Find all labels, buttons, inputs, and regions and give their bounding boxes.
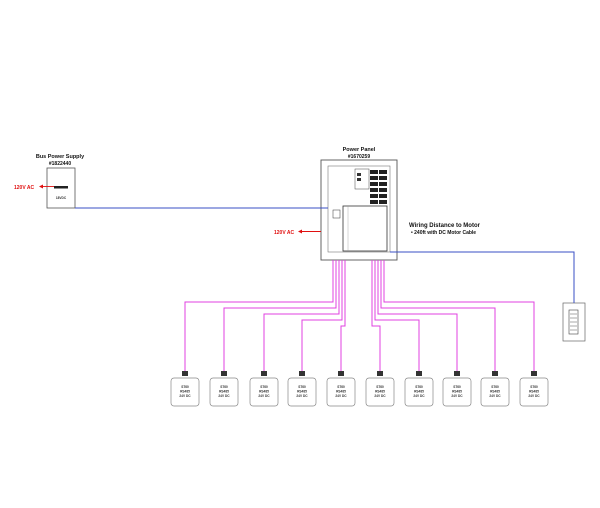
motor-connector [531,371,537,376]
motor-label-line1: ST60 [453,385,461,389]
motor-label-line2: RS485 [219,390,229,394]
motor-label-line1: ST60 [491,385,499,389]
motor-wire-8 [377,260,458,372]
motor-connector [299,371,305,376]
motor-box [404,377,434,407]
motor-label-line1: ST60 [415,385,423,389]
motor-label-line1: ST60 [181,385,189,389]
motor-box [480,377,510,407]
motor-label-line2: RS485 [490,390,500,394]
motor-connector [416,371,422,376]
motor-connector [338,371,344,376]
power-panel-title: Power Panel [343,147,376,153]
power-panel-psu-module [342,205,388,252]
motor-label-line2: RS485 [414,390,424,394]
motor-connector [377,371,383,376]
motor-label-line1: ST60 [530,385,538,389]
motor-box [287,377,317,407]
power-panel-terminal-blocks [370,170,387,204]
motor-label-line2: RS485 [529,390,539,394]
motor-label-line3: 24V DC [296,394,308,398]
motor-box [326,377,356,407]
panel-ac-arrowhead [298,229,302,234]
bus-power-supply-slot [54,186,68,189]
motor-wire-1 [184,260,334,372]
motor-wire-9 [380,260,496,372]
motor-box [519,377,549,407]
motor-wire-2 [223,260,337,372]
motor-label-line3: 24V DC [335,394,347,398]
motor-label-line3: 24V DC [528,394,540,398]
motor-wire-4 [301,260,343,372]
motor-wire-5 [340,260,346,372]
motor-box [170,377,200,407]
motor-wire-3 [263,260,340,372]
bus-ac-arrowhead [39,184,43,189]
motor-label-line2: RS485 [180,390,190,394]
motor-wire-10 [383,260,535,372]
motor-connector [492,371,498,376]
bus-wire-to-keypad [390,251,575,303]
motor-connector [182,371,188,376]
motor-label-line1: ST60 [220,385,228,389]
wiring-note-heading: Wiring Distance to Motor [409,223,481,229]
keypad-button-lines [570,313,577,331]
motor-label-line2: RS485 [297,390,307,394]
motor-wire-7 [374,260,420,372]
motor-label-line1: ST60 [298,385,306,389]
motor-label-line3: 24V DC [413,394,425,398]
motor-connector [221,371,227,376]
panel-ac-input-label: 120V AC [274,230,294,236]
motor-label-line2: RS485 [375,390,385,394]
bus-ac-input-label: 120V AC [14,185,34,191]
motor-label-line2: RS485 [259,390,269,394]
motor-connector [454,371,460,376]
motor-label-line3: 24V DC [374,394,386,398]
power-panel-part: #1670259 [348,154,370,160]
motor-label-line2: RS485 [452,390,462,394]
motor-connector [261,371,267,376]
motor-label-line3: 24V DC [489,394,501,398]
motor-box [442,377,472,407]
motor-label-line3: 24V DC [451,394,463,398]
motor-label-line1: ST60 [260,385,268,389]
wiring-note-bullet: • 240ft with DC Motor Cable [411,230,476,236]
motor-box [209,377,239,407]
motor-wires [184,260,535,372]
motor-label-line3: 24V DC [179,394,191,398]
motor-box [249,377,279,407]
motor-label-line3: 24V DC [258,394,270,398]
motor-box [365,377,395,407]
motor-label-line3: 24V DC [218,394,230,398]
bus-power-supply-part: #1822440 [49,161,71,167]
motor-wire-6 [371,260,381,372]
motor-label-line1: ST60 [337,385,345,389]
motor-label-line1: ST60 [376,385,384,389]
motor-label-line2: RS485 [336,390,346,394]
bus-power-supply-label: 18VDC [56,196,67,200]
bus-power-supply-title: Bus Power Supply [36,154,85,160]
